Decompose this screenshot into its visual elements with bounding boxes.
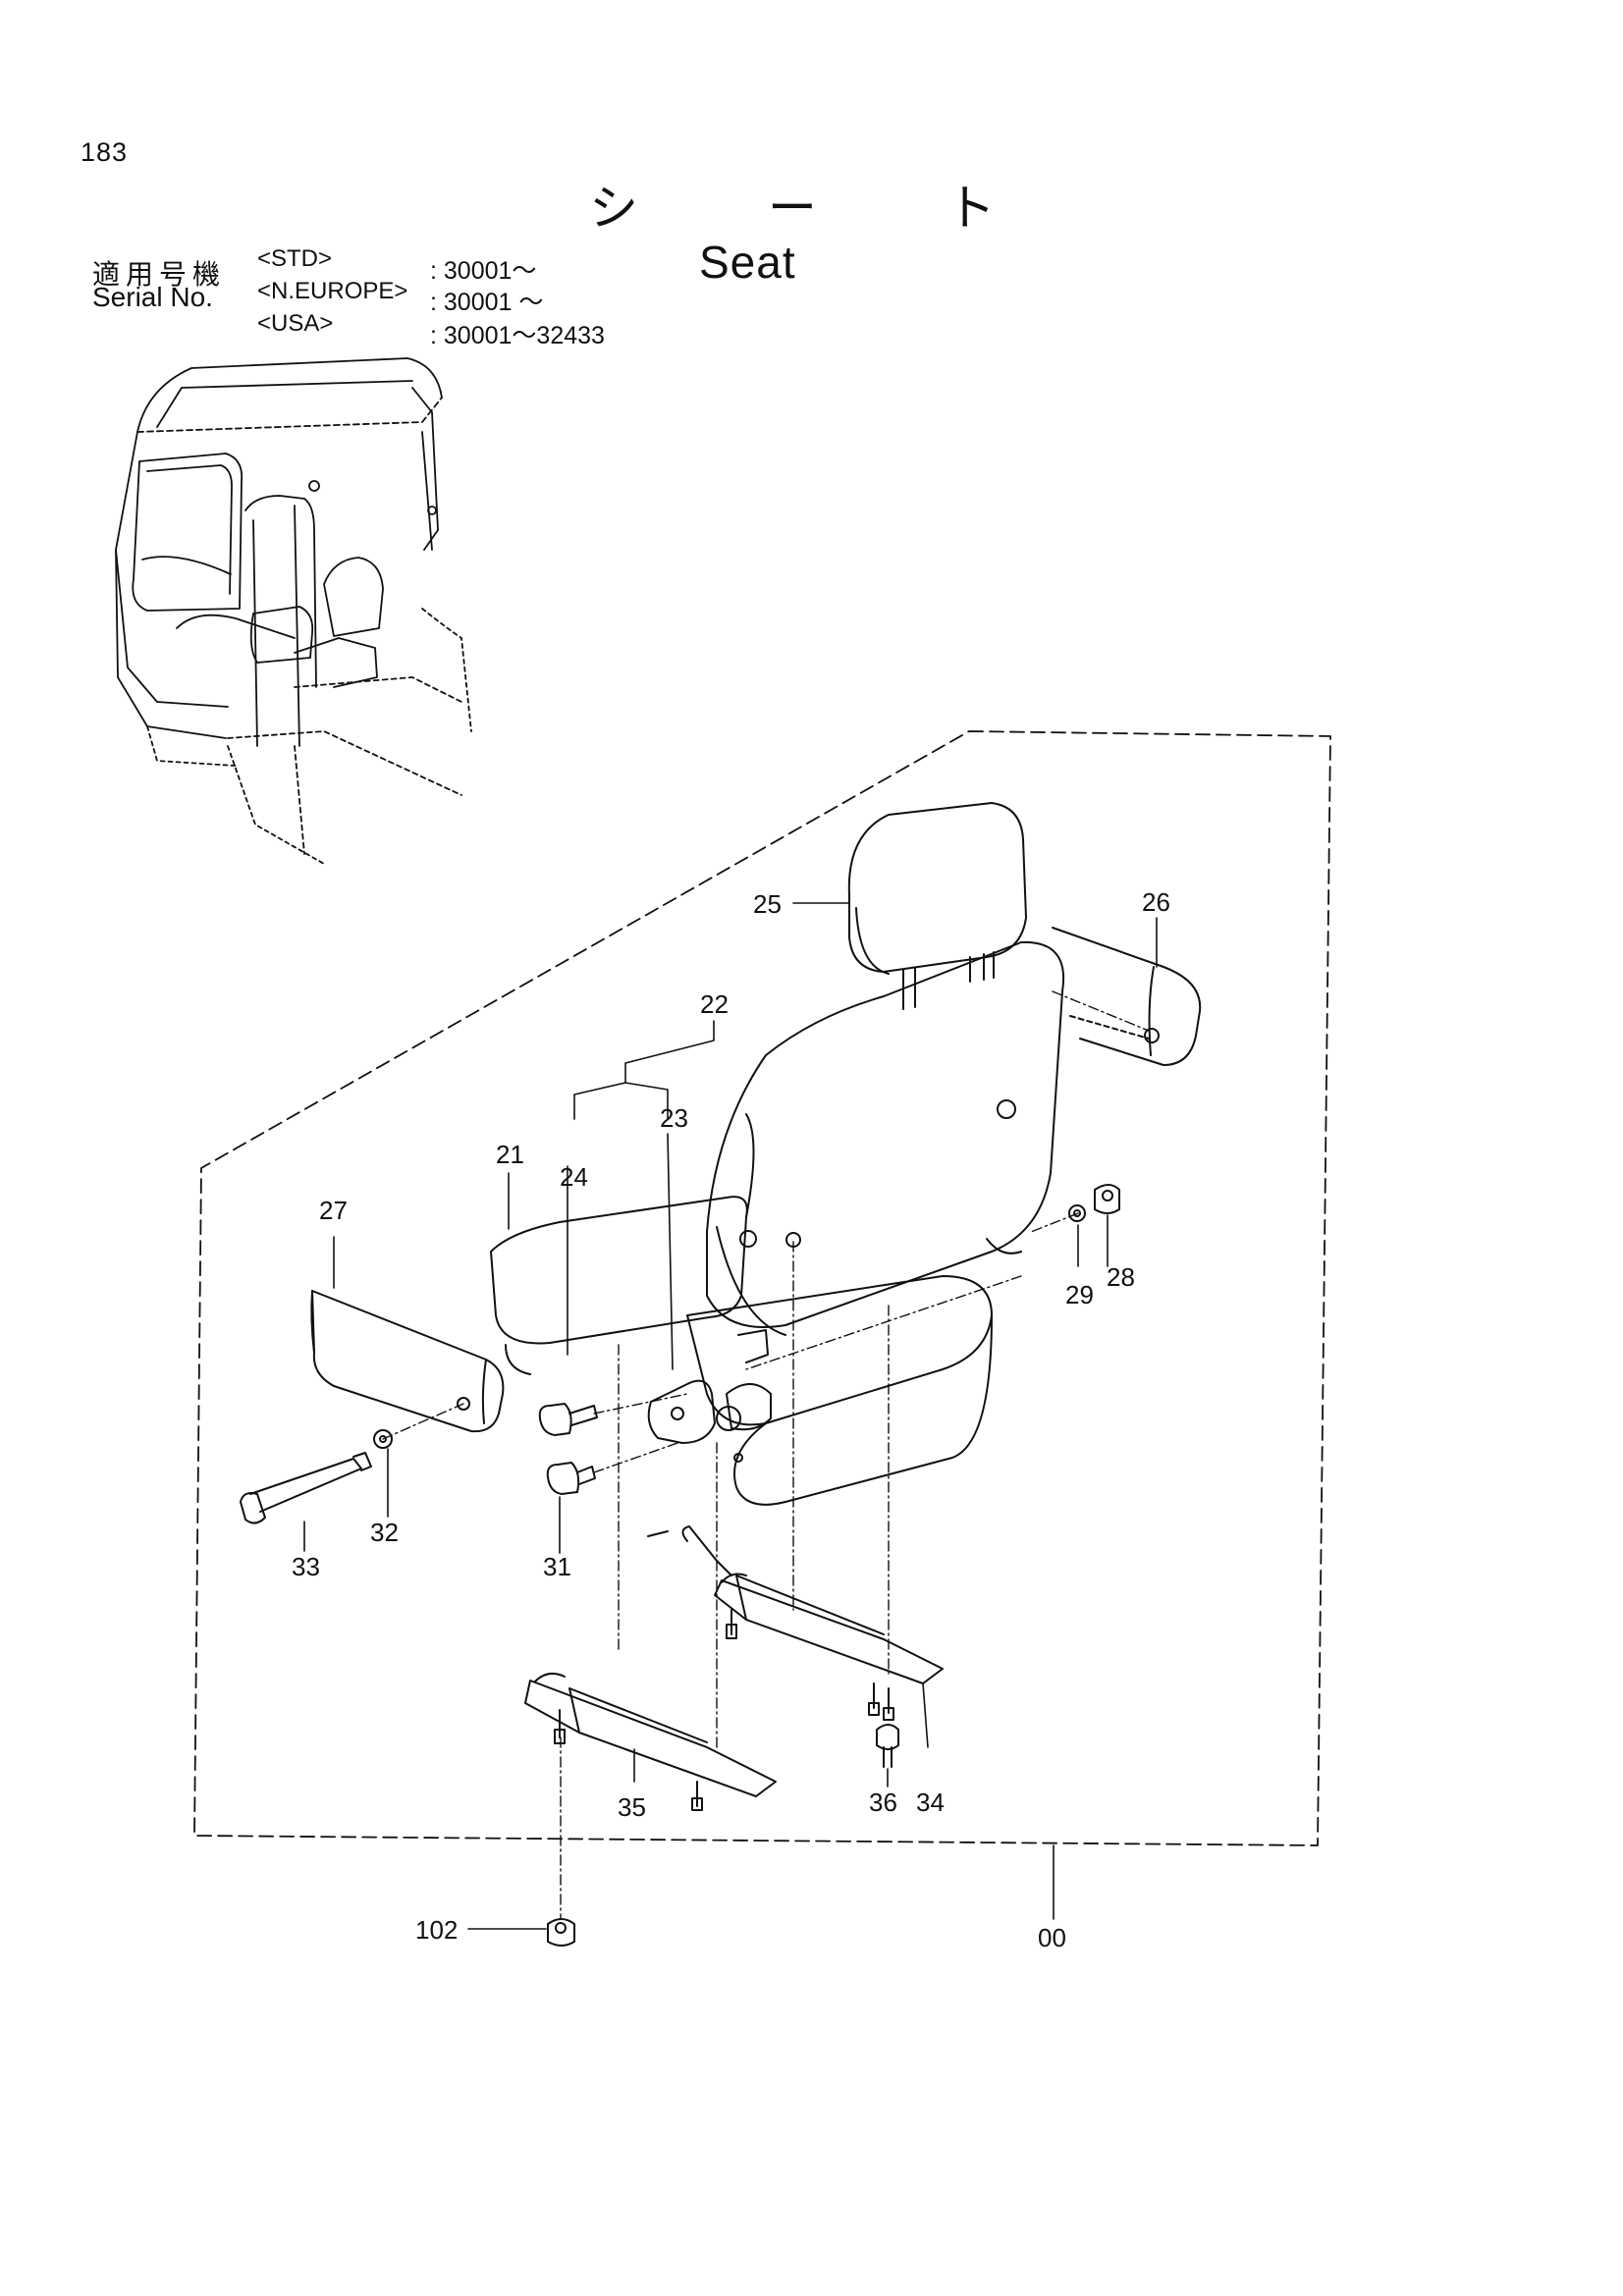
- callout-36: 36: [869, 1788, 897, 1817]
- seat-cushion: [686, 1275, 993, 1506]
- page-title-japanese: シ ー ト: [589, 180, 1053, 237]
- serial-variant-usa: <USA>: [257, 310, 334, 337]
- serial-range-usa: : 30001～32433: [430, 322, 605, 349]
- callout-29: 29: [1065, 1280, 1094, 1309]
- callout-32: 32: [370, 1518, 399, 1547]
- serial-label: Serial No.: [92, 282, 213, 312]
- callout-34: 34: [916, 1788, 945, 1817]
- callout-31: 31: [543, 1552, 571, 1581]
- serial-variant-n-europe: <N.EUROPE>: [257, 278, 408, 304]
- serial-label-japanese: 適用号機: [92, 258, 227, 291]
- side-panel: [490, 1113, 801, 1375]
- seat-back: [706, 940, 1065, 1336]
- callout-26: 26: [1142, 887, 1170, 917]
- alignment-lines: [382, 990, 1150, 1920]
- bolt-36: [876, 1724, 899, 1768]
- serial-variant-std: <STD>: [257, 245, 333, 272]
- callout-102: 102: [415, 1915, 458, 1945]
- rail-35: [524, 1672, 777, 1811]
- bolt-33: [240, 1452, 372, 1524]
- callout-25: 25: [753, 889, 782, 919]
- armrest-left: [310, 1290, 505, 1433]
- rail-34: [647, 1525, 944, 1721]
- serial-range-n-europe: : 30001 ～: [430, 289, 544, 316]
- page-number: 183: [81, 137, 129, 167]
- callout-00: 00: [1038, 1923, 1066, 1952]
- callout-23: 23: [660, 1103, 688, 1133]
- callout-21: 21: [496, 1140, 524, 1169]
- bolt-31: [546, 1462, 596, 1495]
- armrest-right: [1052, 927, 1202, 1066]
- page-title: Seat: [699, 237, 796, 288]
- callout-27: 27: [319, 1196, 348, 1225]
- callout-33: 33: [292, 1552, 320, 1581]
- headrest: [847, 802, 1027, 1010]
- nut-28: [1094, 1184, 1120, 1214]
- washer-29: [1068, 1204, 1086, 1222]
- washer-32: [373, 1429, 393, 1449]
- recliner-mechanism: [647, 1329, 772, 1444]
- nut-102: [547, 1918, 575, 1947]
- callout-labels: 00 21 22 23 24 25 26 27 28 29 31 32 33 3…: [292, 887, 1170, 1952]
- callout-22: 22: [700, 989, 729, 1019]
- cab-locator-illustration: [115, 357, 472, 865]
- callout-35: 35: [618, 1792, 646, 1822]
- callout-24: 24: [560, 1162, 588, 1192]
- assembly-boundary: [193, 730, 1331, 1846]
- leader-lines: [303, 902, 1158, 1930]
- bolt-24: [538, 1403, 598, 1436]
- serial-range-std: : 30001～: [430, 257, 537, 285]
- callout-28: 28: [1107, 1262, 1135, 1292]
